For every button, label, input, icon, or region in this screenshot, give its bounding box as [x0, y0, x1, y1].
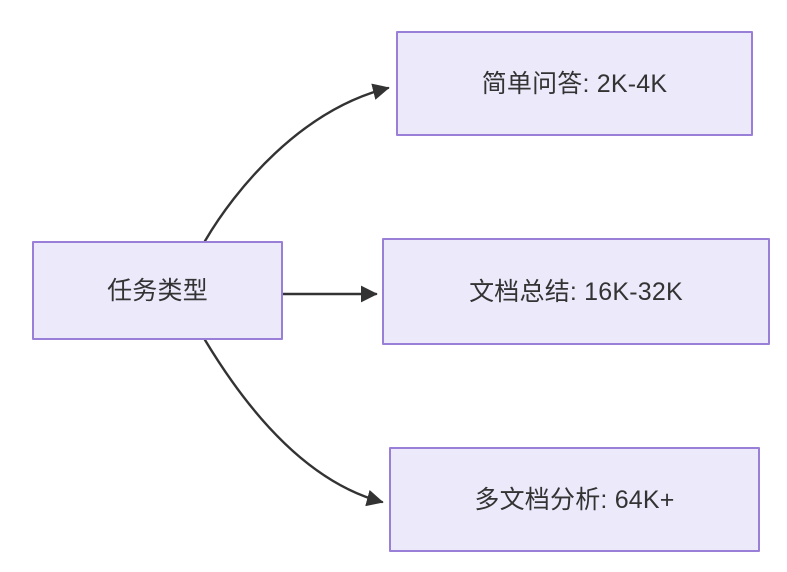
node-task-type-label: 任务类型: [107, 276, 208, 305]
node-simple-qa[interactable]: 简单问答: 2K-4K: [396, 31, 753, 136]
node-task-type[interactable]: 任务类型: [32, 241, 283, 340]
node-multi-document-analysis[interactable]: 多文档分析: 64K+: [389, 447, 760, 552]
node-document-summary[interactable]: 文档总结: 16K-32K: [382, 238, 770, 345]
node-simple-qa-label: 简单问答: 2K-4K: [481, 69, 668, 98]
edge-source-to-simple: [203, 83, 390, 243]
node-document-summary-label: 文档总结: 16K-32K: [469, 277, 683, 306]
edge-source-to-multidoc: [203, 338, 384, 507]
node-multi-document-analysis-label: 多文档分析: 64K+: [474, 485, 675, 514]
